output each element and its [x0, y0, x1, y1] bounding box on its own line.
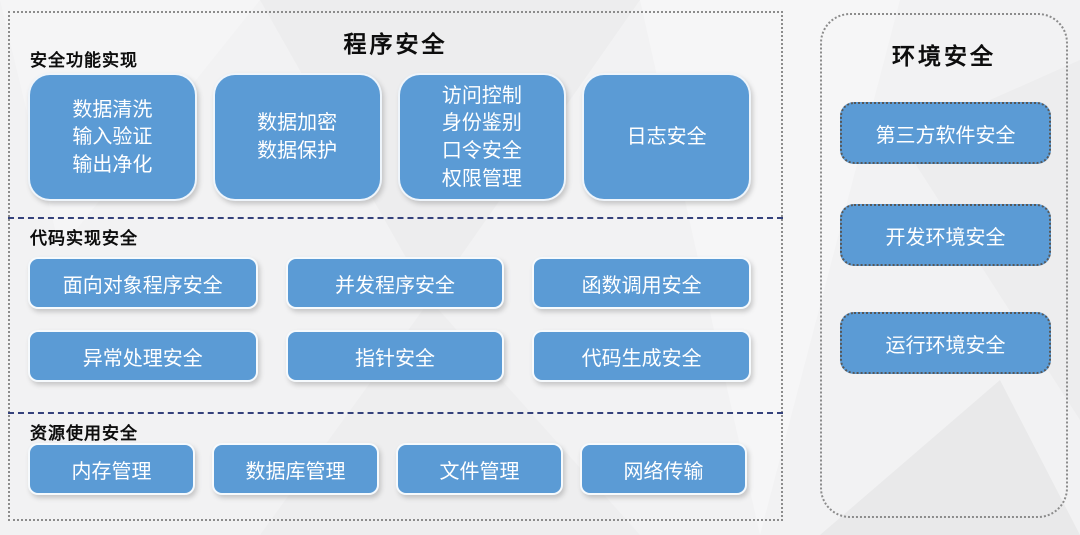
resource-usage-row: 内存管理 数据库管理 文件管理 网络传输 [28, 443, 747, 495]
node-text-line: 开发环境安全 [885, 224, 1006, 249]
section-label-security-functions: 安全功能实现 [30, 51, 138, 71]
program-panel-title: 程序安全 [343, 32, 448, 58]
node-text-line: 数据加密 [257, 110, 338, 135]
node-text-line: 指针安全 [354, 345, 435, 370]
node-data-encryption: 数据加密 数据保护 [212, 73, 382, 201]
environment-panel-title: 环境安全 [892, 44, 996, 70]
dashed-separator-1 [8, 217, 783, 219]
node-memory-management: 内存管理 [28, 443, 195, 495]
node-text-line: 输入验证 [72, 124, 153, 149]
node-pointer-security: 指针安全 [285, 330, 505, 382]
node-oop-program-security: 面向对象程序安全 [28, 257, 258, 309]
node-access-control: 访问控制 身份鉴别 口令安全 权限管理 [397, 73, 567, 201]
node-text-line: 数据保护 [257, 138, 338, 162]
node-text-line: 第三方软件安全 [875, 122, 1016, 147]
node-text-line: 代码生成安全 [581, 345, 702, 370]
node-text-line: 并发程序安全 [334, 272, 455, 297]
node-concurrent-program-security: 并发程序安全 [285, 257, 505, 309]
code-implementation-grid: 面向对象程序安全 并发程序安全 函数调用安全 异常处理安全 指针安全 代码生成安… [28, 257, 751, 382]
environment-security-panel: 环境安全 第三方软件安全 开发环境安全 运行环境安全 [820, 13, 1068, 518]
node-log-security: 日志安全 [582, 73, 751, 201]
node-data-cleaning: 数据清洗 输入验证 输出净化 [28, 73, 197, 201]
node-third-party-software-security: 第三方软件安全 [840, 102, 1051, 164]
node-function-call-security: 函数调用安全 [532, 257, 751, 309]
security-functions-row: 数据清洗 输入验证 输出净化 数据加密 数据保护 访问控制 身份鉴别 口令安全 … [28, 73, 751, 201]
node-text-line: 异常处理安全 [82, 345, 203, 370]
node-runtime-environment-security: 运行环境安全 [840, 312, 1051, 374]
node-text-line: 函数调用安全 [581, 272, 702, 297]
node-text-line: 运行环境安全 [885, 332, 1006, 357]
node-text-line: 访问控制 [441, 82, 522, 107]
node-exception-handling-security: 异常处理安全 [28, 330, 258, 382]
section-label-code-implementation: 代码实现安全 [30, 229, 138, 249]
node-text-line: 面向对象程序安全 [62, 272, 223, 297]
dashed-separator-2 [8, 412, 783, 414]
program-security-panel: 程序安全 安全功能实现 数据清洗 输入验证 输出净化 数据加密 数据保护 访问控… [8, 11, 783, 521]
node-text-line: 数据清洗 [72, 96, 153, 121]
node-text-line: 权限管理 [441, 165, 522, 190]
node-dev-environment-security: 开发环境安全 [840, 204, 1051, 266]
node-text-line: 网络传输 [623, 458, 704, 483]
node-text-line: 日志安全 [626, 124, 707, 149]
node-text-line: 身份鉴别 [441, 110, 522, 135]
node-network-transmission: 网络传输 [580, 443, 747, 495]
node-database-management: 数据库管理 [212, 443, 379, 495]
node-text-line: 数据库管理 [245, 458, 346, 483]
node-text-line: 文件管理 [439, 458, 520, 483]
node-file-management: 文件管理 [396, 443, 563, 495]
node-text-line: 内存管理 [71, 458, 152, 483]
node-text-line: 口令安全 [441, 138, 522, 162]
section-label-resource-usage: 资源使用安全 [30, 424, 138, 444]
node-text-line: 输出净化 [72, 151, 153, 176]
node-code-generation-security: 代码生成安全 [532, 330, 751, 382]
